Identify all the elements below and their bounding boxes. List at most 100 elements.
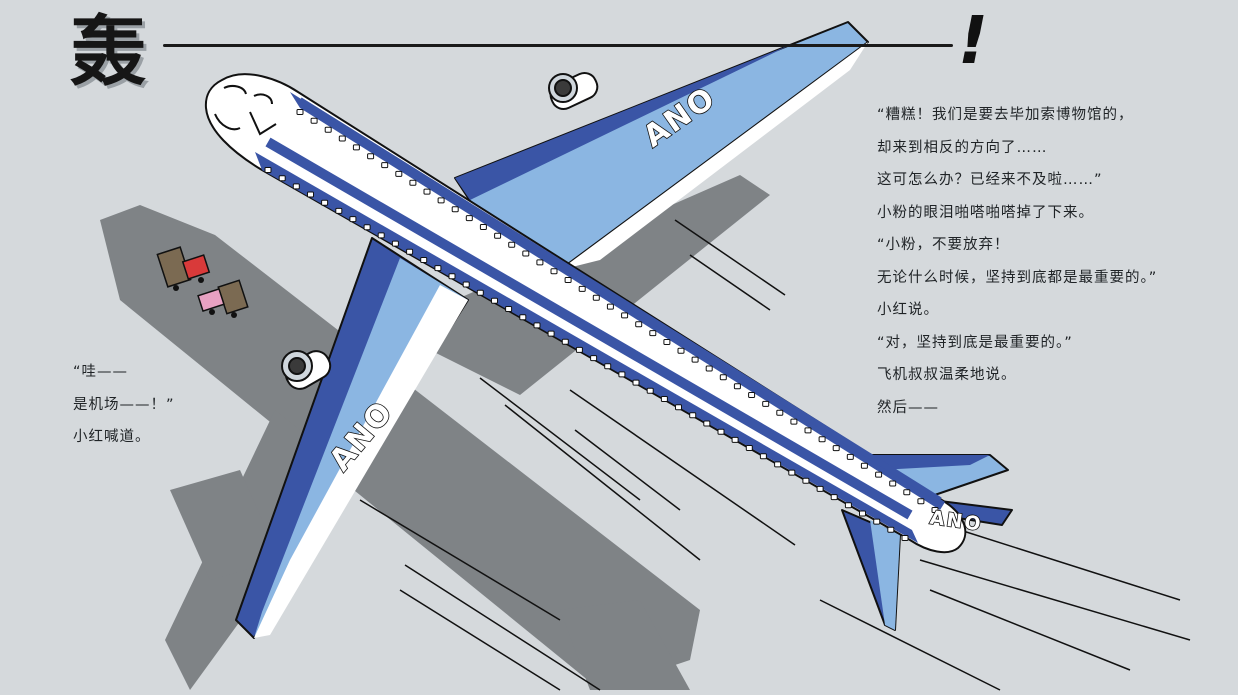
airplane-engine-top	[548, 72, 599, 110]
window	[618, 371, 626, 378]
window	[479, 224, 487, 230]
narration-line: 然后——	[877, 399, 939, 416]
window	[321, 199, 329, 206]
narration-line: “对，坚持到底是最重要的。”	[877, 334, 1073, 351]
window	[564, 277, 572, 283]
window	[887, 526, 895, 533]
window	[536, 259, 544, 266]
window	[451, 206, 459, 213]
title-exclaim: !	[958, 2, 989, 79]
window	[491, 297, 498, 304]
narration-line: 小粉的眼泪啪嗒啪嗒掉了下来。	[877, 204, 1094, 221]
window	[391, 240, 399, 247]
narration-line: “哇——	[73, 364, 129, 380]
airplane-engine-bottom	[281, 350, 332, 390]
window	[324, 126, 332, 133]
window	[719, 374, 727, 381]
window	[873, 518, 881, 525]
window	[830, 494, 838, 501]
window	[646, 387, 654, 394]
window	[832, 445, 840, 452]
window	[367, 153, 375, 160]
window	[691, 356, 699, 363]
window	[406, 248, 414, 255]
window	[476, 289, 484, 296]
window	[604, 363, 612, 370]
window	[788, 469, 796, 476]
window	[592, 294, 600, 301]
airplane-face	[214, 85, 277, 136]
window	[731, 436, 739, 443]
window	[465, 215, 473, 222]
window	[292, 183, 300, 190]
window	[505, 306, 513, 312]
narration-line: 飞机叔叔温柔地说。	[877, 367, 1017, 383]
window	[660, 396, 668, 402]
window	[677, 347, 685, 354]
window	[816, 485, 824, 492]
airplane-left-wing	[235, 237, 469, 639]
window	[377, 232, 385, 239]
window	[802, 477, 810, 484]
window	[519, 314, 527, 321]
window	[561, 338, 569, 345]
window	[859, 510, 866, 517]
window	[395, 170, 403, 177]
narration-left: “哇—— 是机场——！” 小红喊道。	[73, 356, 175, 454]
speed-lines	[359, 219, 1191, 691]
window	[875, 471, 883, 478]
window	[635, 321, 643, 328]
window	[860, 462, 868, 469]
narration-line: 这可怎么办？已经来不及啦……”	[877, 172, 1103, 188]
window	[338, 135, 346, 142]
narration-line: 却来到相反的方向了……	[877, 139, 1048, 156]
cargo-cart-icon	[197, 279, 249, 318]
window	[349, 216, 357, 223]
narration-line: 小红说。	[877, 302, 939, 318]
window	[434, 265, 442, 272]
window	[663, 339, 671, 345]
airplane-windows	[264, 109, 939, 541]
window	[448, 273, 456, 280]
window	[733, 383, 741, 390]
window	[762, 400, 770, 407]
window	[278, 175, 286, 182]
window	[649, 330, 657, 337]
window	[717, 428, 725, 435]
window	[494, 232, 502, 239]
baggage-truck-icon	[156, 246, 211, 291]
window	[790, 418, 798, 425]
window	[550, 268, 558, 275]
window	[844, 502, 852, 509]
window	[606, 303, 614, 310]
window	[632, 379, 640, 386]
window	[705, 365, 713, 372]
window	[774, 461, 782, 468]
narration-line: “小粉，不要放弃！	[877, 237, 1010, 253]
window	[508, 241, 516, 248]
window	[804, 427, 812, 434]
window	[363, 224, 371, 231]
window	[703, 420, 711, 427]
window	[310, 117, 318, 124]
narration-line: “糟糕！我们是要去毕加索博物馆的，	[877, 107, 1134, 123]
window	[420, 257, 428, 263]
window	[776, 409, 784, 416]
window	[818, 436, 826, 443]
title-dash-line	[163, 44, 953, 47]
window	[759, 453, 767, 460]
narration-line: 小红喊道。	[73, 429, 151, 445]
window	[590, 355, 598, 362]
window	[409, 179, 417, 186]
window	[437, 197, 445, 204]
narration-right: “糟糕！我们是要去毕加索博物馆的， 却来到相反的方向了…… 这可怎么办？已经来不…	[877, 99, 1157, 424]
narration-line: 是机场——！”	[73, 396, 175, 413]
window	[889, 480, 897, 487]
window	[675, 404, 682, 411]
title-sound-word: 轰	[70, 7, 146, 96]
window	[621, 312, 629, 319]
window	[352, 144, 360, 151]
window	[335, 207, 343, 214]
